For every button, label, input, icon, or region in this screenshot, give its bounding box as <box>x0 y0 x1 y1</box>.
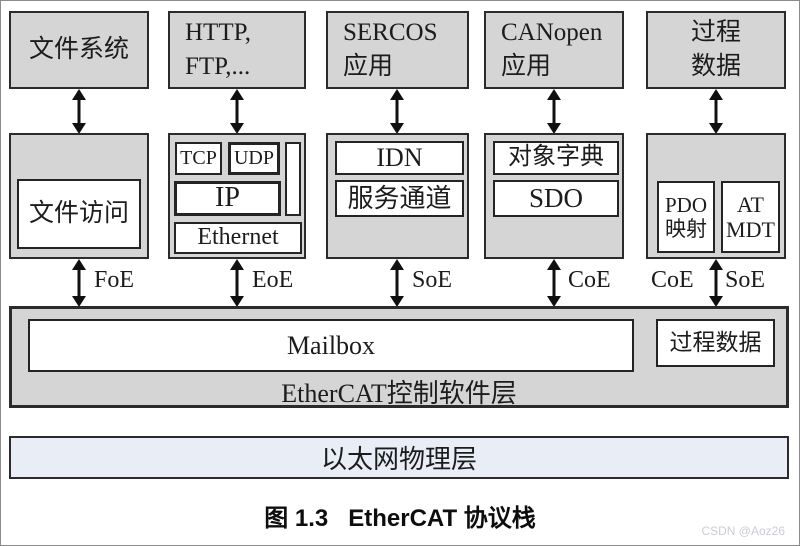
box-pdo-mapping: PDO 映射 <box>657 181 715 253</box>
box-at-mdt-line1: AT <box>737 191 764 217</box>
arrow-coe-soe-icon <box>709 259 723 307</box>
group-ethercat-layer: Mailbox 过程数据 EtherCAT控制软件层 <box>9 306 789 408</box>
box-process-data-top: 过程 数据 <box>646 11 786 89</box>
label-soe: SoE <box>412 267 453 293</box>
box-udp-label: UDP <box>233 147 274 169</box>
arrow-canopen-icon <box>547 89 561 134</box>
box-service-channel-label: 服务通道 <box>347 183 452 213</box>
arrow-eoe-icon <box>230 259 244 307</box>
box-idn-label: IDN <box>376 143 423 173</box>
box-sdo: SDO <box>493 180 619 217</box>
label-coe: CoE <box>568 267 611 293</box>
box-canopen-app-line1: CANopen <box>501 19 603 47</box>
label-soe2: SoE <box>725 267 766 293</box>
box-ip-label: IP <box>215 182 240 214</box>
arrow-coe-icon <box>547 259 561 307</box>
group-tcpip: TCP UDP IP Ethernet <box>168 133 306 259</box>
box-service-channel: 服务通道 <box>335 180 464 217</box>
box-ethernet-label: Ethernet <box>197 224 279 251</box>
box-file-access: 文件访问 <box>17 179 141 249</box>
box-ip: IP <box>174 181 281 216</box>
box-process-data-top-line2: 数据 <box>690 53 741 80</box>
label-eoe: EoE <box>252 267 294 293</box>
box-object-dictionary-label: 对象字典 <box>508 144 604 171</box>
arrow-processdata-icon <box>709 89 723 134</box>
arrow-filesystem-icon <box>72 89 86 134</box>
box-canopen-app-line2: 应用 <box>501 53 552 80</box>
box-file-system: 文件系统 <box>9 11 149 89</box>
box-tcp-label: TCP <box>180 147 217 169</box>
box-process-data-layer-label: 过程数据 <box>669 329 762 355</box>
box-physical-layer-label: 以太网物理层 <box>320 445 477 474</box>
box-sercos-app: SERCOS 应用 <box>326 11 469 89</box>
group-file-access: 文件访问 <box>9 133 149 259</box>
box-sercos-app-line2: 应用 <box>343 53 394 80</box>
box-file-system-label: 文件系统 <box>28 36 129 64</box>
box-pdo-mapping-line1: PDO <box>664 192 707 217</box>
box-at-mdt-line2: MDT <box>726 217 775 242</box>
group-sercos-idn: IDN 服务通道 <box>326 133 469 259</box>
box-at-mdt: AT MDT <box>721 181 780 253</box>
box-object-dictionary: 对象字典 <box>493 141 619 175</box>
box-physical-layer: 以太网物理层 <box>9 436 789 479</box>
arrow-soe-icon <box>390 259 404 307</box>
box-file-access-label: 文件访问 <box>28 199 129 227</box>
figure-caption: 图 1.3 EtherCAT 协议栈 <box>264 505 536 532</box>
box-http-ftp: HTTP, FTP,... <box>168 11 306 89</box>
box-mailbox: Mailbox <box>28 319 634 372</box>
box-http-ftp-line2: FTP,... <box>185 53 251 80</box>
box-udp: UDP <box>228 142 280 175</box>
box-process-data-top-line1: 过程 <box>690 19 741 47</box>
ethercat-layer-label: EtherCAT控制软件层 <box>281 379 517 408</box>
box-http-ftp-line1: HTTP, <box>185 19 251 47</box>
box-tcp: TCP <box>175 142 222 175</box>
box-raw-channel <box>285 142 301 216</box>
box-pdo-mapping-line2: 映射 <box>665 217 707 241</box>
box-idn: IDN <box>335 141 464 175</box>
box-canopen-app: CANopen 应用 <box>484 11 624 89</box>
arrow-foe-icon <box>72 259 86 307</box>
label-coe2: CoE <box>651 267 694 293</box>
group-pdo-at: PDO 映射 AT MDT <box>646 133 786 259</box>
arrow-sercos-icon <box>390 89 404 134</box>
box-sercos-app-line1: SERCOS <box>343 19 438 47</box>
label-foe: FoE <box>94 267 135 293</box>
box-ethernet: Ethernet <box>174 222 302 254</box>
box-mailbox-label: Mailbox <box>286 330 376 360</box>
group-canopen-od: 对象字典 SDO <box>484 133 624 259</box>
box-sdo-label: SDO <box>528 182 583 213</box>
arrow-http-icon <box>230 89 244 134</box>
csdn-watermark: CSDN @Aoz26 <box>701 524 785 538</box>
box-process-data-layer: 过程数据 <box>656 319 775 367</box>
